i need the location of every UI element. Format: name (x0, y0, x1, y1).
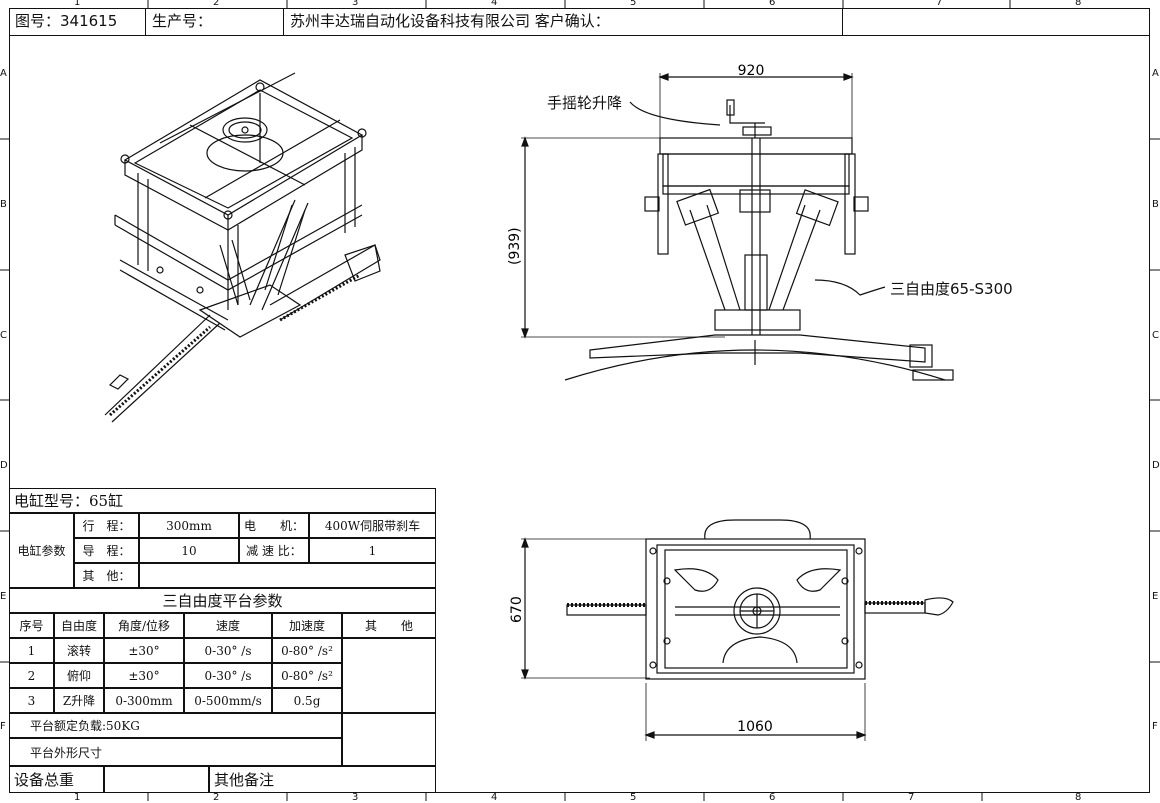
zone-col: 1 (74, 0, 81, 8)
zone-row: B (1152, 199, 1159, 210)
zone-col: 8 (1075, 792, 1082, 803)
zone-col: 3 (352, 0, 359, 8)
dof-speed: 0-30° /s (184, 638, 272, 663)
dof-accel: 0-80° /s² (272, 663, 342, 688)
col-header: 速度 (184, 613, 272, 638)
total-weight: 设备总重 (9, 766, 104, 793)
col-header: 其 他 (342, 613, 436, 638)
front-view: 920 (939) (507, 63, 954, 381)
title-blank (843, 8, 1150, 36)
others-cell (342, 638, 436, 713)
zone-col: 7 (936, 0, 943, 8)
param-key: 电 机： (239, 513, 309, 538)
param-key: 减 速 比： (239, 538, 309, 563)
other-notes: 其他备注 (209, 766, 436, 793)
dof-name: Z升降 (54, 688, 104, 713)
company-name: 苏州丰达瑞自动化设备科技有限公司 客户确认： (284, 8, 843, 36)
zone-col: 7 (908, 792, 915, 803)
drawing-number: 图号：341615 (9, 8, 146, 36)
total-weight-value (104, 766, 209, 793)
param-value: 400W伺服带刹车 (309, 513, 436, 538)
dof-range: 0-300mm (104, 688, 184, 713)
zone-col: 5 (630, 792, 637, 803)
zone-row: E (0, 591, 7, 602)
handwheel-callout: 手摇轮升降 (547, 94, 623, 112)
zone-col: 3 (352, 792, 359, 803)
zone-col: 6 (769, 0, 776, 8)
drawing-frame (9, 8, 1150, 793)
top-view: 670 1060 (509, 519, 954, 741)
col-header: 自由度 (54, 613, 104, 638)
cylinder-model: 电缸型号：65缸 (9, 488, 436, 513)
production-number: 生产号： (146, 8, 284, 36)
zone-col: 2 (213, 792, 220, 803)
width-dimension-top: 1060 (737, 719, 773, 735)
model-callout: 三自由度65-S300 (890, 280, 1013, 298)
zone-row: D (0, 460, 8, 471)
dof-range: ±30° (104, 638, 184, 663)
depth-dimension: 670 (509, 596, 525, 623)
param-value: 10 (139, 538, 239, 563)
param-value: 300mm (139, 513, 239, 538)
zone-col: 5 (630, 0, 637, 8)
parameter-table: 电缸型号：65缸 电缸参数 行 程： 300mm 电 机： 400W伺服带刹车 … (9, 488, 436, 793)
isometric-view (104, 72, 381, 423)
param-key: 其 他： (74, 563, 139, 588)
others-cell-2 (342, 713, 436, 766)
zone-col: 2 (213, 0, 220, 8)
zone-row: A (1152, 68, 1159, 79)
zone-col: 6 (769, 792, 776, 803)
param-key: 导 程： (74, 538, 139, 563)
cylinder-params-label: 电缸参数 (9, 513, 74, 588)
height-dimension: (939) (507, 227, 523, 265)
dof-no: 3 (9, 688, 54, 713)
col-header: 序号 (9, 613, 54, 638)
dof-range: ±30° (104, 663, 184, 688)
dof-accel: 0-80° /s² (272, 638, 342, 663)
col-header: 加速度 (272, 613, 342, 638)
param-key: 行 程： (74, 513, 139, 538)
zone-col: 8 (1075, 0, 1082, 8)
param-value: 1 (309, 538, 436, 563)
dof-speed: 0-500mm/s (184, 688, 272, 713)
zone-col: 4 (491, 0, 498, 8)
zone-row: D (1152, 460, 1160, 471)
rated-load: 平台额定负载:50KG (9, 713, 342, 738)
platform-size: 平台外形尺寸 (9, 738, 342, 766)
zone-col: 1 (74, 792, 81, 803)
zone-row: F (0, 721, 6, 732)
platform-params-title: 三自由度平台参数 (9, 588, 436, 613)
zone-row: A (0, 68, 7, 79)
dof-name: 滚转 (54, 638, 104, 663)
width-dimension: 920 (738, 63, 765, 79)
param-value (139, 563, 436, 588)
dof-no: 1 (9, 638, 54, 663)
zone-row: E (1152, 591, 1159, 602)
dof-speed: 0-30° /s (184, 663, 272, 688)
dof-accel: 0.5g (272, 688, 342, 713)
zone-row: C (0, 330, 7, 341)
dof-name: 俯仰 (54, 663, 104, 688)
zone-col: 4 (491, 792, 498, 803)
zone-row: F (1152, 721, 1158, 732)
dof-no: 2 (9, 663, 54, 688)
zone-row: C (1152, 330, 1159, 341)
col-header: 角度/位移 (104, 613, 184, 638)
zone-row: B (0, 199, 7, 210)
